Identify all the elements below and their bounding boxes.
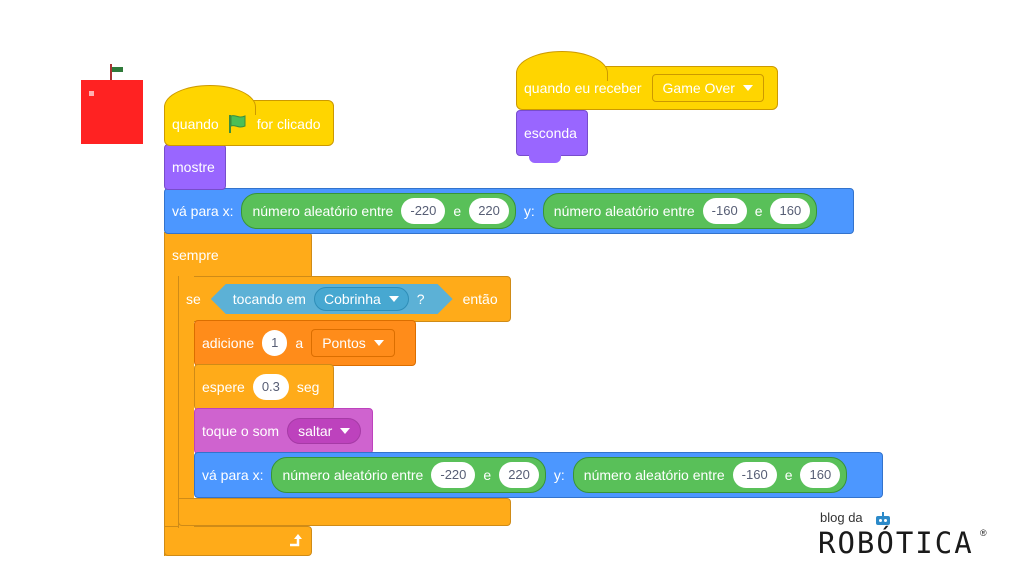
robot-icon — [874, 512, 892, 526]
play-sound-label: toque o som — [202, 423, 280, 439]
logo-small-text: blog da — [820, 510, 863, 525]
blog-logo: blog da ROBÓTICA ® — [818, 510, 993, 566]
change-var-value[interactable]: 1 — [262, 330, 288, 356]
if-label: se — [186, 291, 201, 307]
caret-down-icon — [742, 85, 753, 91]
variable-name: Pontos — [322, 335, 366, 351]
then-label: então — [462, 291, 498, 307]
random-x-from-1[interactable]: -220 — [401, 198, 446, 224]
random-y-reporter-1[interactable]: número aleatório entre -160 e 160 — [542, 193, 818, 229]
message-dropdown[interactable]: Game Over — [651, 74, 764, 102]
touching-dropdown[interactable]: Cobrinha — [314, 287, 409, 311]
goto1-label: vá para x: — [172, 203, 234, 219]
touching-block[interactable]: tocando em Cobrinha ? — [211, 284, 453, 314]
goto2-y-label: y: — [553, 467, 565, 483]
show-block[interactable] — [164, 144, 226, 190]
random-y-label-1: número aleatório entre — [553, 203, 695, 219]
flag-hat-label-1: quando — [172, 116, 219, 132]
random-x-from-2[interactable]: -220 — [431, 462, 476, 488]
sound-dropdown[interactable]: saltar — [287, 418, 362, 444]
flag-hat-cap — [164, 85, 256, 115]
touching-target: Cobrinha — [323, 291, 381, 307]
goto2-label: vá para x: — [202, 467, 264, 483]
random-y-to-2[interactable]: 160 — [800, 462, 841, 488]
random-x-to-1[interactable]: 220 — [469, 198, 509, 224]
logo-registered: ® — [980, 528, 987, 538]
receive-hat-cap — [516, 51, 608, 81]
forever-block[interactable] — [164, 232, 312, 278]
sprite-eye — [89, 91, 94, 96]
flag-hat-label-2: for clicado — [256, 116, 321, 132]
sprite-thumbnail[interactable] — [81, 80, 143, 144]
if-bottom — [178, 498, 511, 526]
random-y-from-1[interactable]: -160 — [702, 198, 747, 224]
sound-name: saltar — [298, 423, 333, 439]
goto1-y-label: y: — [523, 203, 535, 219]
if-arm — [178, 276, 194, 528]
random-y-to-1[interactable]: 160 — [770, 198, 811, 224]
receive-hat-label: quando eu receber — [524, 80, 642, 96]
message-dropdown-value: Game Over — [662, 80, 735, 96]
sprite-flag-icon — [110, 64, 126, 80]
show-label: mostre — [172, 159, 215, 175]
forever-arm — [164, 232, 180, 556]
logo-big-text: ROBÓTICA — [818, 526, 974, 560]
green-flag-icon — [227, 114, 249, 134]
hide-label: esconda — [524, 125, 577, 141]
random-x-to-2[interactable]: 220 — [499, 462, 539, 488]
caret-down-icon — [340, 428, 351, 434]
loop-arrow-icon — [286, 532, 304, 550]
random-x-label-1: número aleatório entre — [252, 203, 394, 219]
random-x-label-2: número aleatório entre — [282, 467, 424, 483]
variable-dropdown[interactable]: Pontos — [311, 329, 395, 357]
random-y-from-2[interactable]: -160 — [732, 462, 777, 488]
random-y-and-2: e — [784, 467, 793, 483]
random-x-reporter-2[interactable]: número aleatório entre -220 e 220 — [271, 457, 546, 493]
caret-down-icon — [373, 340, 384, 346]
random-x-and-1: e — [453, 203, 462, 219]
forever-bottom — [164, 526, 312, 556]
random-y-and-1: e — [754, 203, 763, 219]
random-y-reporter-2[interactable]: número aleatório entre -160 e 160 — [572, 457, 848, 493]
random-y-label-2: número aleatório entre — [583, 467, 725, 483]
random-x-reporter-1[interactable]: número aleatório entre -220 e 220 — [241, 193, 516, 229]
caret-down-icon — [389, 296, 399, 302]
wait-value[interactable]: 0.3 — [252, 374, 289, 400]
hide-block[interactable] — [516, 110, 588, 163]
question-mark: ? — [416, 291, 425, 307]
random-x-and-2: e — [483, 467, 492, 483]
change-var-label: adicione — [202, 335, 255, 351]
change-var-a-label: a — [295, 335, 304, 351]
wait-unit: seg — [296, 379, 320, 395]
touching-label: tocando em — [232, 291, 306, 307]
wait-label: espere — [202, 379, 245, 395]
forever-label: sempre — [172, 247, 219, 263]
